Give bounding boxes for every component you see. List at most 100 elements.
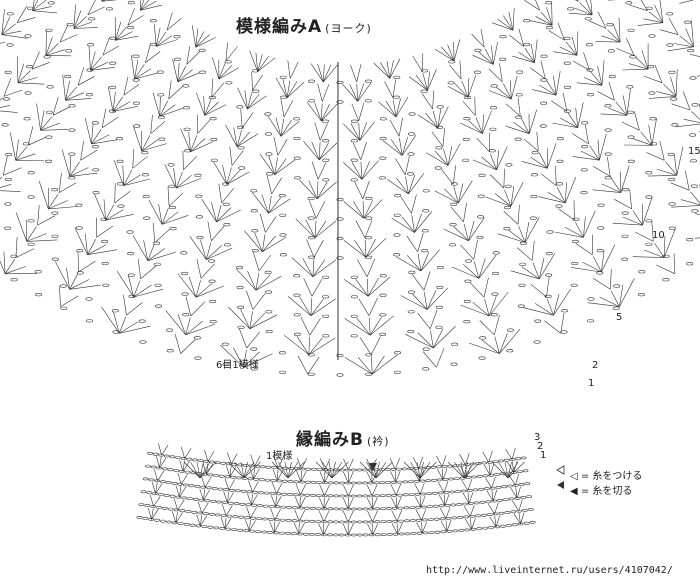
stitch-a — [165, 310, 186, 335]
stitch-a — [685, 28, 694, 47]
chain-stitch-a — [210, 137, 218, 142]
chain-stitch-b — [438, 504, 445, 508]
chain-stitch-a — [265, 152, 273, 156]
chain-stitch-a — [27, 219, 35, 223]
stitch-a — [114, 190, 131, 204]
chain-stitch-b — [362, 520, 369, 524]
stitch-a — [177, 66, 187, 82]
stitch-a — [503, 168, 505, 189]
scallop-fan-b — [243, 461, 248, 479]
stitch-b — [277, 469, 284, 481]
chain-stitch-a — [648, 34, 656, 38]
stitch-a — [318, 142, 321, 160]
chain-stitch-b — [274, 505, 281, 509]
chain-stitch-a — [149, 19, 157, 23]
stitch-b — [516, 486, 521, 499]
stitch-a — [255, 274, 271, 291]
chain-stitch-b — [326, 533, 333, 537]
stitch-a — [643, 75, 663, 84]
stitch-a — [252, 293, 266, 310]
stitch-b — [468, 492, 474, 504]
stitch-a — [355, 220, 366, 238]
stitch-b — [515, 473, 520, 486]
stitch-a — [317, 162, 327, 180]
chain-stitch-a — [519, 262, 527, 266]
stitch-a — [274, 158, 287, 175]
chain-stitch-b — [308, 533, 315, 536]
chain-stitch-a — [364, 236, 372, 240]
chain-stitch-a — [85, 297, 93, 301]
stitch-a — [52, 96, 59, 116]
stitch-a — [195, 37, 216, 48]
stitch-a — [226, 167, 232, 185]
chain-stitch-b — [472, 488, 479, 492]
stitch-a — [312, 259, 337, 278]
stitch-a — [480, 29, 485, 48]
chain-stitch-b — [267, 531, 273, 534]
stitch-b — [324, 484, 330, 496]
stitch-b — [367, 523, 374, 535]
chain-stitch-a — [225, 81, 233, 85]
stitch-a — [105, 204, 115, 221]
stitch-a — [468, 220, 475, 241]
stitch-a — [78, 260, 96, 273]
chain-stitch-b — [249, 529, 255, 533]
stitch-b — [154, 469, 158, 481]
stitch-a — [414, 213, 423, 233]
stitch-a — [469, 282, 485, 298]
stitch-b — [421, 508, 427, 521]
chain-stitch-a — [293, 332, 301, 337]
chain-stitch-a — [236, 285, 244, 290]
scallop-fan-b — [243, 461, 261, 479]
stitch-a — [622, 216, 643, 226]
chain-stitch-a — [436, 105, 444, 109]
chain-stitch-b — [467, 501, 474, 505]
stitch-a — [553, 293, 560, 316]
stitch-a — [38, 181, 49, 209]
chain-stitch-a — [393, 370, 401, 374]
stitch-a — [441, 46, 455, 62]
chain-stitch-a — [127, 0, 135, 5]
stitch-a — [0, 190, 21, 192]
stitch-a — [167, 186, 170, 207]
stitch-a — [560, 312, 565, 334]
stitch-a — [141, 143, 167, 152]
chain-stitch-a — [668, 177, 676, 182]
chain-stitch-a — [116, 137, 124, 141]
chain-stitch-a — [407, 290, 415, 294]
stitch-b — [273, 521, 281, 533]
chain-stitch-a — [621, 211, 629, 215]
stitch-a — [58, 182, 77, 193]
chain-stitch-b — [237, 463, 244, 467]
stitch-a — [231, 150, 244, 166]
stitch-a — [156, 39, 178, 47]
stitch-a — [508, 229, 526, 243]
stitch-a — [405, 176, 409, 195]
stitch-a — [529, 109, 537, 134]
stitch-a — [36, 103, 41, 131]
chain-stitch-a — [322, 314, 330, 318]
chain-stitch-a — [45, 28, 53, 32]
stitch-a — [233, 347, 244, 368]
stitch-a — [399, 138, 403, 156]
stitch-a — [284, 334, 309, 355]
chain-stitch-a — [169, 205, 177, 210]
chain-stitch-b — [414, 492, 421, 496]
stitch-a — [0, 184, 12, 188]
stitch-b — [465, 453, 470, 465]
chain-stitch-a — [350, 139, 358, 143]
stitch-b — [157, 470, 165, 482]
stitch-a — [182, 150, 184, 170]
watermark-url: http://www.liveinternet.ru/users/4107042… — [426, 565, 673, 576]
chain-stitch-a — [604, 176, 612, 180]
chain-stitch-b — [169, 455, 176, 459]
chain-stitch-b — [182, 483, 189, 487]
chain-stitch-b — [475, 514, 481, 518]
chain-stitch-b — [407, 467, 414, 471]
stitch-a — [656, 168, 677, 176]
chain-stitch-b — [368, 533, 375, 537]
chain-stitch-b — [362, 533, 369, 537]
chain-stitch-b — [426, 505, 433, 509]
stitch-b — [342, 510, 349, 523]
stitch-a — [140, 0, 157, 11]
